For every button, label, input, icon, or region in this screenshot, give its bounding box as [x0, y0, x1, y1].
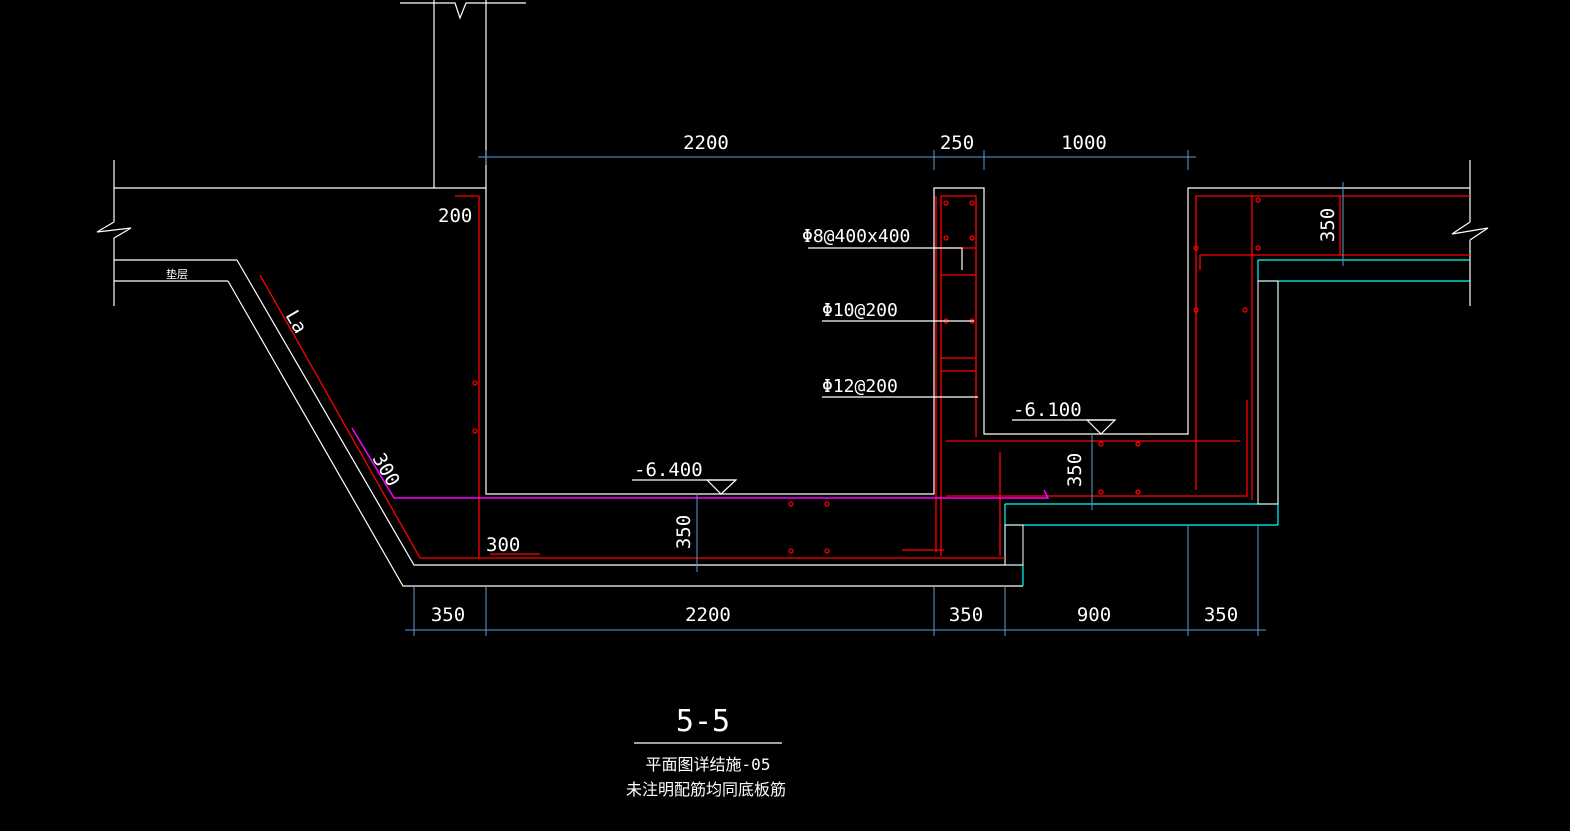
- dim-bottom-5: 350: [1204, 604, 1238, 626]
- magenta-bar: [351, 427, 1050, 499]
- dim-slab-thickness-right: 350: [1064, 453, 1086, 487]
- leader-lines: [808, 247, 978, 398]
- bottom-offset-label: 300: [486, 534, 520, 556]
- anchorage-label: La: [281, 307, 311, 338]
- dim-bottom-4: 900: [1077, 604, 1111, 626]
- column-outline: [400, 0, 526, 188]
- section-subtitle-2: 未注明配筋均同底板筋: [626, 780, 786, 799]
- rebar-note-3: Φ12@200: [822, 376, 898, 397]
- pit-outline: [227, 187, 1470, 587]
- cushion-layer: [1004, 160, 1489, 586]
- wall-offset-label: 200: [438, 205, 472, 227]
- dim-slab-thickness-left: 350: [673, 515, 695, 549]
- rebar-note-1: Φ8@400x400: [802, 226, 910, 247]
- rebar-dots: [472, 197, 1261, 554]
- rebar-note-2: Φ10@200: [822, 300, 898, 321]
- elevation-right: -6.100: [1013, 399, 1082, 421]
- cushion-layer-label: 垫层: [166, 267, 188, 281]
- dim-top-1: 2200: [683, 132, 729, 154]
- left-slab-outline: [96, 160, 486, 306]
- section-title: 5-5: [676, 704, 730, 739]
- dim-bottom-1: 350: [431, 604, 465, 626]
- slope-label: 300: [368, 450, 404, 491]
- dim-top-right-thickness: 350: [1317, 208, 1339, 242]
- dim-bottom-2: 2200: [685, 604, 731, 626]
- section-subtitle-1: 平面图详结施-05: [646, 755, 771, 774]
- dim-top-2: 250: [940, 132, 974, 154]
- dim-bottom-3: 350: [949, 604, 983, 626]
- dim-top-3: 1000: [1061, 132, 1107, 154]
- elevation-left: -6.400: [634, 459, 703, 481]
- dimension-lines: [405, 150, 1344, 636]
- elevation-marker-left: [632, 479, 738, 495]
- hatch-blocks: [1004, 280, 1279, 566]
- elevation-marker-right: [1012, 419, 1117, 435]
